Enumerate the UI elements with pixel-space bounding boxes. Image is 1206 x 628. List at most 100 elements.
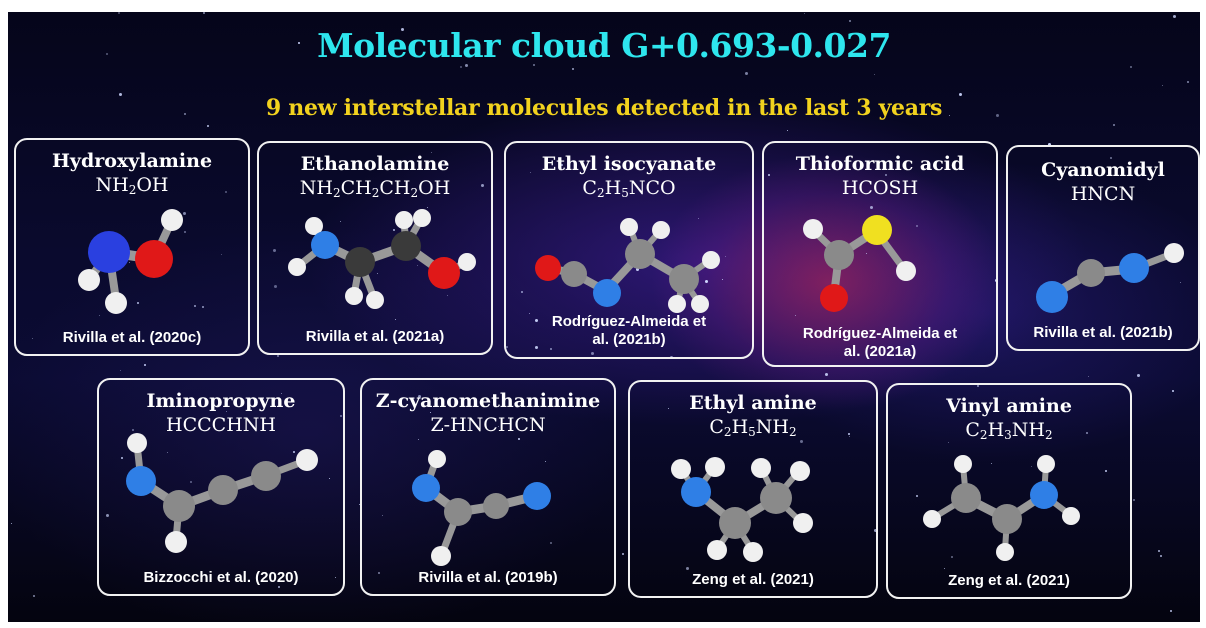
star bbox=[885, 174, 887, 176]
molecule-formula: HNCN bbox=[1070, 183, 1136, 205]
star bbox=[705, 280, 708, 283]
star bbox=[996, 114, 999, 117]
star bbox=[184, 113, 186, 115]
molecule-name: Vinyl amine bbox=[946, 395, 1072, 417]
star bbox=[787, 130, 788, 131]
atom-carbon bbox=[669, 264, 699, 294]
atom-carbon bbox=[251, 461, 281, 491]
star bbox=[225, 191, 227, 193]
atom-carbon bbox=[719, 507, 751, 539]
molecule-card-cyanomidyl: Cyanomidyl HNCN Rivilla et al. (2021b) bbox=[1006, 145, 1200, 351]
star bbox=[795, 315, 796, 316]
molecule-formula: Z-HNCHCN bbox=[430, 414, 546, 436]
atom-nitrogen bbox=[311, 231, 339, 259]
star bbox=[359, 504, 360, 505]
star bbox=[183, 212, 186, 215]
star bbox=[1187, 81, 1189, 83]
molecule-card-vinyl-amine: Vinyl amine C2H3NH2 Zeng et al. (2021) bbox=[886, 383, 1132, 599]
slide-title: Molecular cloud G+0.693-0.027 bbox=[317, 26, 891, 65]
atom-nitrogen bbox=[1036, 281, 1068, 313]
atom-hydrogen bbox=[803, 219, 823, 239]
star bbox=[132, 429, 134, 431]
star bbox=[340, 221, 341, 222]
star bbox=[481, 184, 484, 187]
star bbox=[382, 515, 383, 516]
star bbox=[535, 319, 538, 322]
atom-carbon bbox=[444, 498, 472, 526]
atom-hydrogen bbox=[413, 209, 431, 227]
atom-oxygen bbox=[535, 255, 561, 281]
star bbox=[550, 542, 552, 544]
atom-carbon bbox=[625, 239, 655, 269]
star bbox=[959, 93, 962, 96]
star bbox=[958, 577, 960, 579]
atom-carbon bbox=[345, 247, 375, 277]
atom-hydrogen bbox=[161, 209, 183, 231]
star bbox=[951, 556, 953, 558]
star bbox=[1048, 143, 1051, 146]
star bbox=[949, 115, 950, 116]
star bbox=[340, 415, 342, 417]
molecule-reference: Rivilla et al. (2019b) bbox=[418, 569, 558, 586]
molecule-reference: Rivilla et al. (2021b) bbox=[1033, 324, 1173, 341]
atom-hydrogen bbox=[652, 221, 670, 239]
star bbox=[622, 553, 624, 555]
atom-hydrogen bbox=[954, 455, 972, 473]
molecule-reference: Zeng et al. (2021) bbox=[948, 572, 1070, 589]
star bbox=[722, 279, 723, 280]
star bbox=[1133, 499, 1135, 501]
molecule-formula: NH2OH bbox=[95, 174, 169, 197]
atom-hydrogen bbox=[1062, 507, 1080, 525]
star bbox=[977, 385, 979, 387]
molecule-name: Thioformic acid bbox=[795, 153, 965, 175]
star bbox=[522, 419, 523, 420]
molecule-name: Cyanomidyl bbox=[1041, 159, 1165, 181]
atom-hydrogen bbox=[165, 531, 187, 553]
star bbox=[1130, 66, 1132, 68]
molecule-reference: Zeng et al. (2021) bbox=[692, 571, 814, 588]
atom-hydrogen bbox=[996, 543, 1014, 561]
star bbox=[686, 567, 689, 570]
star bbox=[668, 408, 669, 409]
atom-sulfur bbox=[862, 215, 892, 245]
star bbox=[281, 393, 282, 394]
atom-nitrogen bbox=[412, 474, 440, 502]
atom-nitrogen bbox=[681, 477, 711, 507]
star bbox=[849, 20, 851, 22]
star bbox=[465, 64, 468, 67]
star bbox=[121, 457, 123, 459]
star bbox=[207, 125, 209, 127]
atom-nitrogen bbox=[1030, 481, 1058, 509]
molecule-model-hydroxylamine bbox=[78, 209, 183, 314]
atom-hydrogen bbox=[671, 459, 691, 479]
star bbox=[944, 568, 945, 569]
atom-hydrogen bbox=[790, 461, 810, 481]
atom-hydrogen bbox=[127, 433, 147, 453]
molecule-card-ethyl-amine: Ethyl amine C2H5NH2 Zeng et al. (2021) bbox=[628, 380, 878, 598]
atom-hydrogen bbox=[78, 269, 100, 291]
star bbox=[1110, 157, 1112, 159]
molecule-name: Ethanolamine bbox=[300, 153, 450, 175]
atom-oxygen bbox=[820, 284, 848, 312]
atom-carbon bbox=[992, 504, 1022, 534]
atom-carbon bbox=[760, 482, 792, 514]
star bbox=[75, 168, 76, 169]
star bbox=[167, 452, 168, 453]
atom-hydrogen bbox=[1037, 455, 1055, 473]
slide-background: Molecular cloud G+0.693-0.027 9 new inte… bbox=[8, 12, 1200, 622]
star bbox=[99, 315, 100, 316]
star bbox=[545, 461, 546, 462]
atom-nitrogen bbox=[126, 466, 156, 496]
atom-hydrogen bbox=[702, 251, 720, 269]
star bbox=[298, 42, 300, 44]
star bbox=[870, 206, 873, 209]
star bbox=[768, 174, 770, 176]
molecule-name: Iminopropyne bbox=[146, 390, 296, 412]
star bbox=[431, 152, 432, 153]
molecule-model-z-cyanomethanimine bbox=[412, 450, 551, 566]
atom-hydrogen bbox=[751, 458, 771, 478]
star bbox=[533, 64, 535, 66]
molecule-name: Ethyl amine bbox=[689, 392, 817, 414]
molecule-name: Hydroxylamine bbox=[51, 150, 213, 172]
atom-hydrogen bbox=[105, 292, 127, 314]
